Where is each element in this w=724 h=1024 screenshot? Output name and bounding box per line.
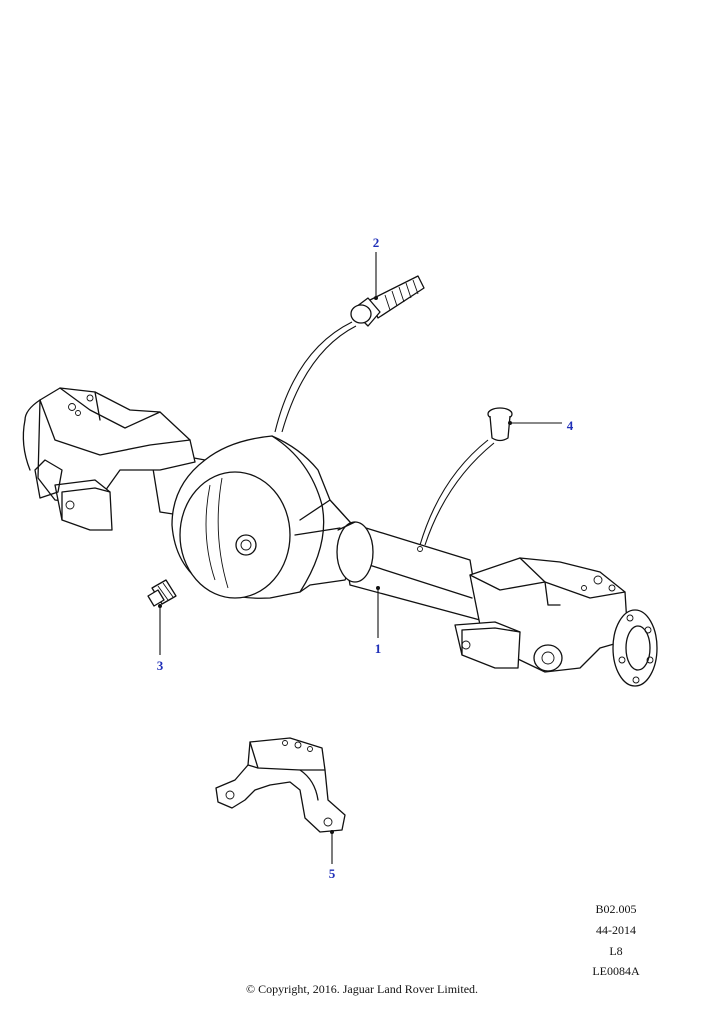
callout-1[interactable]: 1 bbox=[374, 641, 382, 656]
callout-4[interactable]: 4 bbox=[566, 418, 574, 433]
reference-code: B02.005 bbox=[595, 902, 637, 916]
rear-axle-assembly[interactable] bbox=[22, 387, 658, 687]
reference-illustration-id: LE0084A bbox=[592, 964, 640, 978]
bolt-part[interactable] bbox=[350, 275, 425, 327]
copyright-notice: © Copyright, 2016. Jaguar Land Rover Lim… bbox=[245, 982, 479, 996]
leader-dots bbox=[158, 296, 512, 834]
reference-model: L8 bbox=[609, 944, 623, 958]
callout-2[interactable]: 2 bbox=[372, 235, 380, 250]
leader-lines bbox=[159, 252, 562, 864]
spring-seat-bracket-part[interactable] bbox=[215, 737, 346, 833]
callout-3[interactable]: 3 bbox=[156, 658, 164, 673]
plug-part[interactable] bbox=[147, 579, 177, 607]
breather-cap-part[interactable] bbox=[487, 407, 513, 442]
callout-5[interactable]: 5 bbox=[328, 866, 336, 881]
reference-date: 44-2014 bbox=[596, 923, 636, 937]
